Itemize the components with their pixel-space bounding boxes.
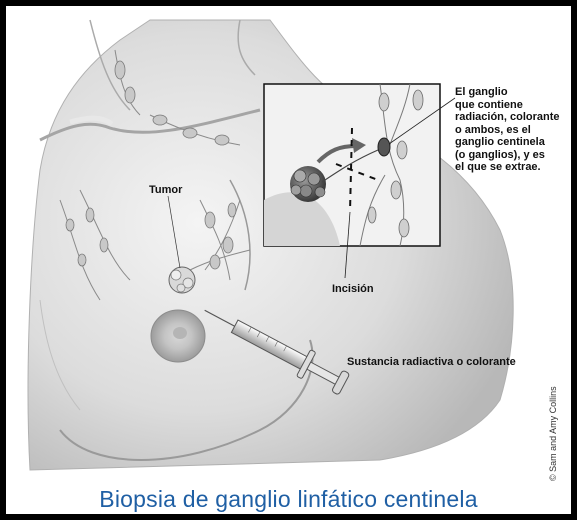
breast-illustration: [6, 6, 571, 514]
image-frame: El ganglio que contiene radiación, color…: [6, 6, 571, 514]
tumor-label: Tumor: [149, 184, 182, 197]
copyright-credit: © Sam and Amy Collins: [547, 386, 560, 481]
figure-title: Biopsia de ganglio linfático centinela: [6, 486, 571, 513]
inset-magnification: [264, 84, 440, 246]
sentinel-node: [378, 138, 390, 156]
substance-label: Sustancia radiactiva o colorante: [347, 356, 516, 369]
inset-tumor: [290, 166, 326, 202]
incision-label: Incisión: [332, 283, 374, 296]
tumor-mass: [169, 267, 195, 293]
sentinel-node-callout: El ganglio que contiene radiación, color…: [455, 86, 571, 174]
